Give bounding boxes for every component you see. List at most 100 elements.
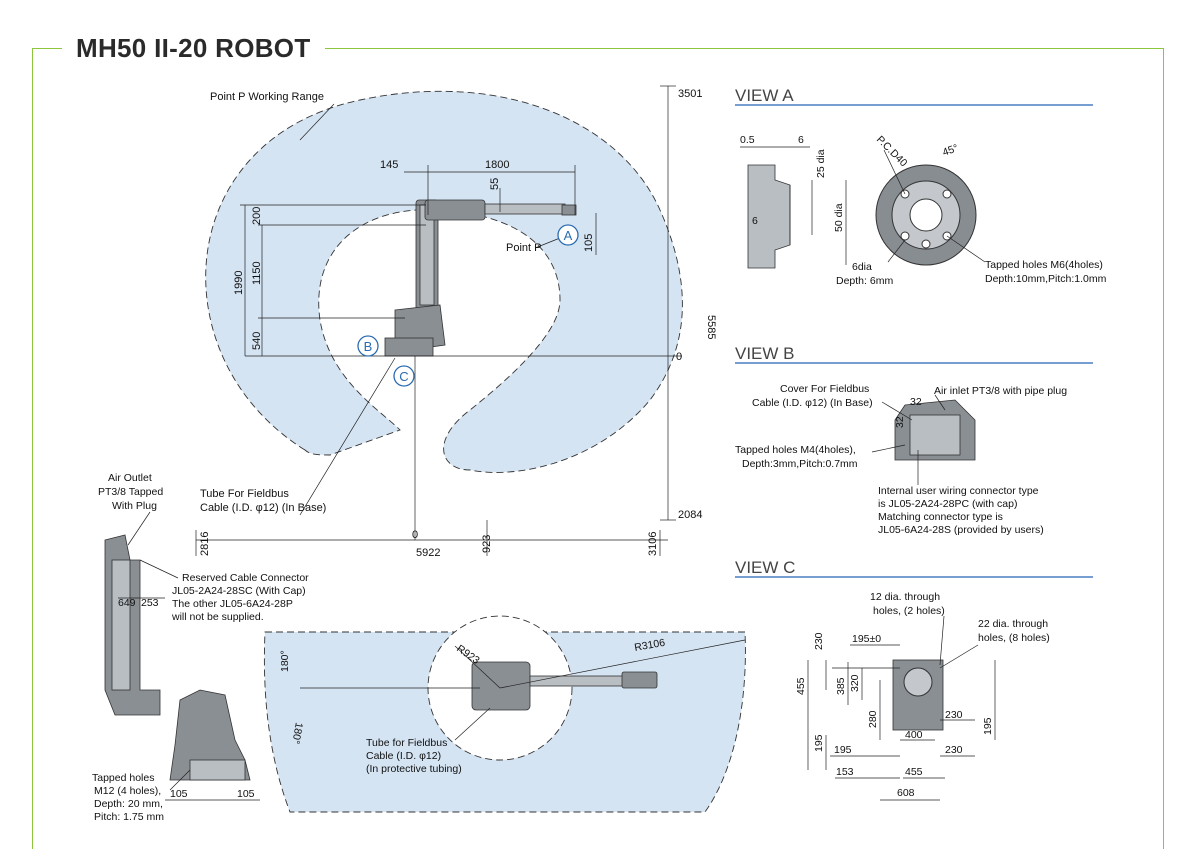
view-a-dim-6: 6 — [798, 134, 804, 146]
dim-923: 923 — [481, 535, 493, 553]
dim-h-zero: 0 — [412, 529, 418, 541]
view-a-dim-0-5: 0.5 — [740, 134, 755, 146]
back-view: Air Outlet PT3/8 Tapped With Plug Reserv… — [98, 472, 309, 716]
view-c-dim-195r: 195 — [982, 717, 994, 735]
back-dim-649: 649 — [118, 597, 136, 609]
view-a-dim-25dia: 25 dia — [815, 149, 827, 178]
side-view: Point P Working Range Point P Tube For F… — [195, 85, 717, 559]
view-c-dim-195l: 195 — [813, 734, 825, 752]
view-a-heading: VIEW A — [735, 86, 794, 105]
view-b-dim-32b: 32 — [894, 416, 906, 428]
air-outlet-2: PT3/8 Tapped — [98, 486, 163, 498]
view-c-dim-400: 400 — [905, 729, 923, 741]
view-c-dim-230a: 230 — [813, 632, 825, 650]
top-angle-a: 180° — [279, 650, 291, 672]
view-c-heading: VIEW C — [735, 558, 795, 577]
view-c-hole12-2: holes, (2 holes) — [873, 605, 945, 617]
view-c-dim-320: 320 — [849, 674, 861, 692]
view-c-dim-195b: 195 — [834, 744, 852, 756]
reserved-4: will not be supplied. — [171, 611, 264, 623]
drawing-frame — [32, 48, 1164, 849]
side-dimension-lines — [195, 85, 682, 556]
view-a: VIEW A 0.5 6 25 dia 50 dia 6 P.C.D40 45°… — [735, 86, 1107, 287]
top-tube-1: Tube for Fieldbus — [366, 737, 447, 749]
top-view: R923 R3106 180° 180° Tube for Fieldbus C… — [263, 615, 746, 813]
view-c-dim-195pm: 195±0 — [852, 633, 881, 645]
base-dim-105b: 105 — [237, 788, 255, 800]
view-b-air-inlet: Air inlet PT3/8 with pipe plug — [934, 385, 1067, 397]
page-title: MH50 II-20 ROBOT — [62, 33, 325, 64]
view-b: VIEW B Cover For Fieldbus Cable (I.D. φ1… — [735, 344, 1093, 536]
view-c-dim-385: 385 — [835, 677, 847, 695]
view-c-hole22-2: holes, (8 holes) — [978, 632, 1050, 644]
view-b-conn-4: JL05-6A24-28S (provided by users) — [878, 524, 1044, 536]
view-a-tap-note-2: Depth:10mm,Pitch:1.0mm — [985, 273, 1107, 285]
view-a-tap-note-1: Tapped holes M6(4holes) — [985, 259, 1103, 271]
working-range-label: Point P Working Range — [210, 91, 324, 103]
view-c-dim-608: 608 — [897, 787, 915, 799]
view-a-angle: 45° — [941, 142, 960, 159]
view-b-tap-1: Tapped holes M4(4holes), — [735, 444, 856, 456]
tapped-2: M12 (4 holes), — [94, 785, 161, 797]
base-dim-105a: 105 — [170, 788, 188, 800]
view-b-cover-1: Cover For Fieldbus — [780, 383, 869, 395]
tapped-1: Tapped holes — [92, 772, 154, 784]
top-tube-3: (In protective tubing) — [366, 763, 462, 775]
reserved-3: The other JL05-6A24-28P — [172, 598, 293, 610]
callout-a-label: A — [564, 228, 573, 243]
dim-left-horizontal: 2816 — [199, 532, 211, 556]
view-b-conn-1: Internal user wiring connector type — [878, 485, 1039, 497]
robot-side-drawing — [384, 199, 577, 357]
tapped-3: Depth: 20 mm, — [94, 798, 163, 810]
view-b-conn-3: Matching connector type is — [878, 511, 1003, 523]
view-b-cover-2: Cable (I.D. φ12) (In Base) — [752, 397, 873, 409]
callout-c-label: C — [399, 369, 408, 384]
air-outlet-3: With Plug — [112, 500, 157, 512]
top-r3106: R3106 — [633, 637, 666, 654]
view-b-heading: VIEW B — [735, 344, 795, 363]
dim-540: 540 — [251, 332, 263, 350]
dim-200: 200 — [251, 207, 263, 225]
dim-total-horizontal: 5922 — [416, 547, 440, 559]
dim-55: 55 — [489, 178, 501, 190]
view-a-pcd: P.C.D40 — [874, 134, 910, 170]
tube-label-line2: Cable (I.D. φ12) (In Base) — [200, 502, 326, 514]
dim-bottom: 2084 — [678, 509, 702, 521]
view-a-hole-note-1: 6dia — [852, 261, 872, 273]
reserved-1: Reserved Cable Connector — [182, 572, 309, 584]
tapped-4: Pitch: 1.75 mm — [94, 811, 164, 823]
dim-total-vertical: 5585 — [705, 315, 717, 339]
view-c-hole22-1: 22 dia. through — [978, 618, 1048, 630]
view-c-dim-153: 153 — [836, 766, 854, 778]
dim-right-horizontal: 3106 — [647, 532, 659, 556]
tube-label-line1: Tube For Fieldbus — [200, 488, 289, 500]
view-c: VIEW C 12 dia. through holes, (2 holes) … — [735, 558, 1093, 801]
view-c-dim-230b: 230 — [945, 709, 963, 721]
top-tube-2: Cable (I.D. φ12) — [366, 750, 441, 762]
back-dim-253: 253 — [141, 597, 159, 609]
dim-1150: 1150 — [251, 261, 263, 285]
dim-top: 3501 — [678, 88, 702, 100]
callout-c-circle — [393, 365, 415, 387]
callout-b-label: B — [364, 339, 373, 354]
view-a-hole-note-2: Depth: 6mm — [836, 275, 893, 287]
dim-105: 105 — [583, 234, 595, 252]
view-c-dim-230c: 230 — [945, 744, 963, 756]
dim-arm-offset: 145 — [380, 159, 398, 171]
dim-origin: 0 — [676, 351, 682, 363]
dim-arm-length: 1800 — [485, 159, 509, 171]
view-b-dim-32a: 32 — [910, 396, 922, 408]
view-b-conn-2: is JL05-2A24-28PC (with cap) — [878, 498, 1017, 510]
view-a-dim-50dia: 50 dia — [833, 203, 845, 232]
view-c-dim-280: 280 — [867, 710, 879, 728]
view-c-dim-455b: 455 — [905, 766, 923, 778]
view-c-hole12-1: 12 dia. through — [870, 591, 940, 603]
view-c-dim-455: 455 — [795, 677, 807, 695]
dim-1990: 1990 — [233, 271, 245, 295]
top-angle-b: 180° — [289, 721, 305, 744]
reserved-2: JL05-2A24-28SC (With Cap) — [172, 585, 306, 597]
air-outlet-1: Air Outlet — [108, 472, 152, 484]
view-b-tap-2: Depth:3mm,Pitch:0.7mm — [742, 458, 858, 470]
base-view: Tapped holes M12 (4 holes), Depth: 20 mm… — [92, 689, 260, 823]
